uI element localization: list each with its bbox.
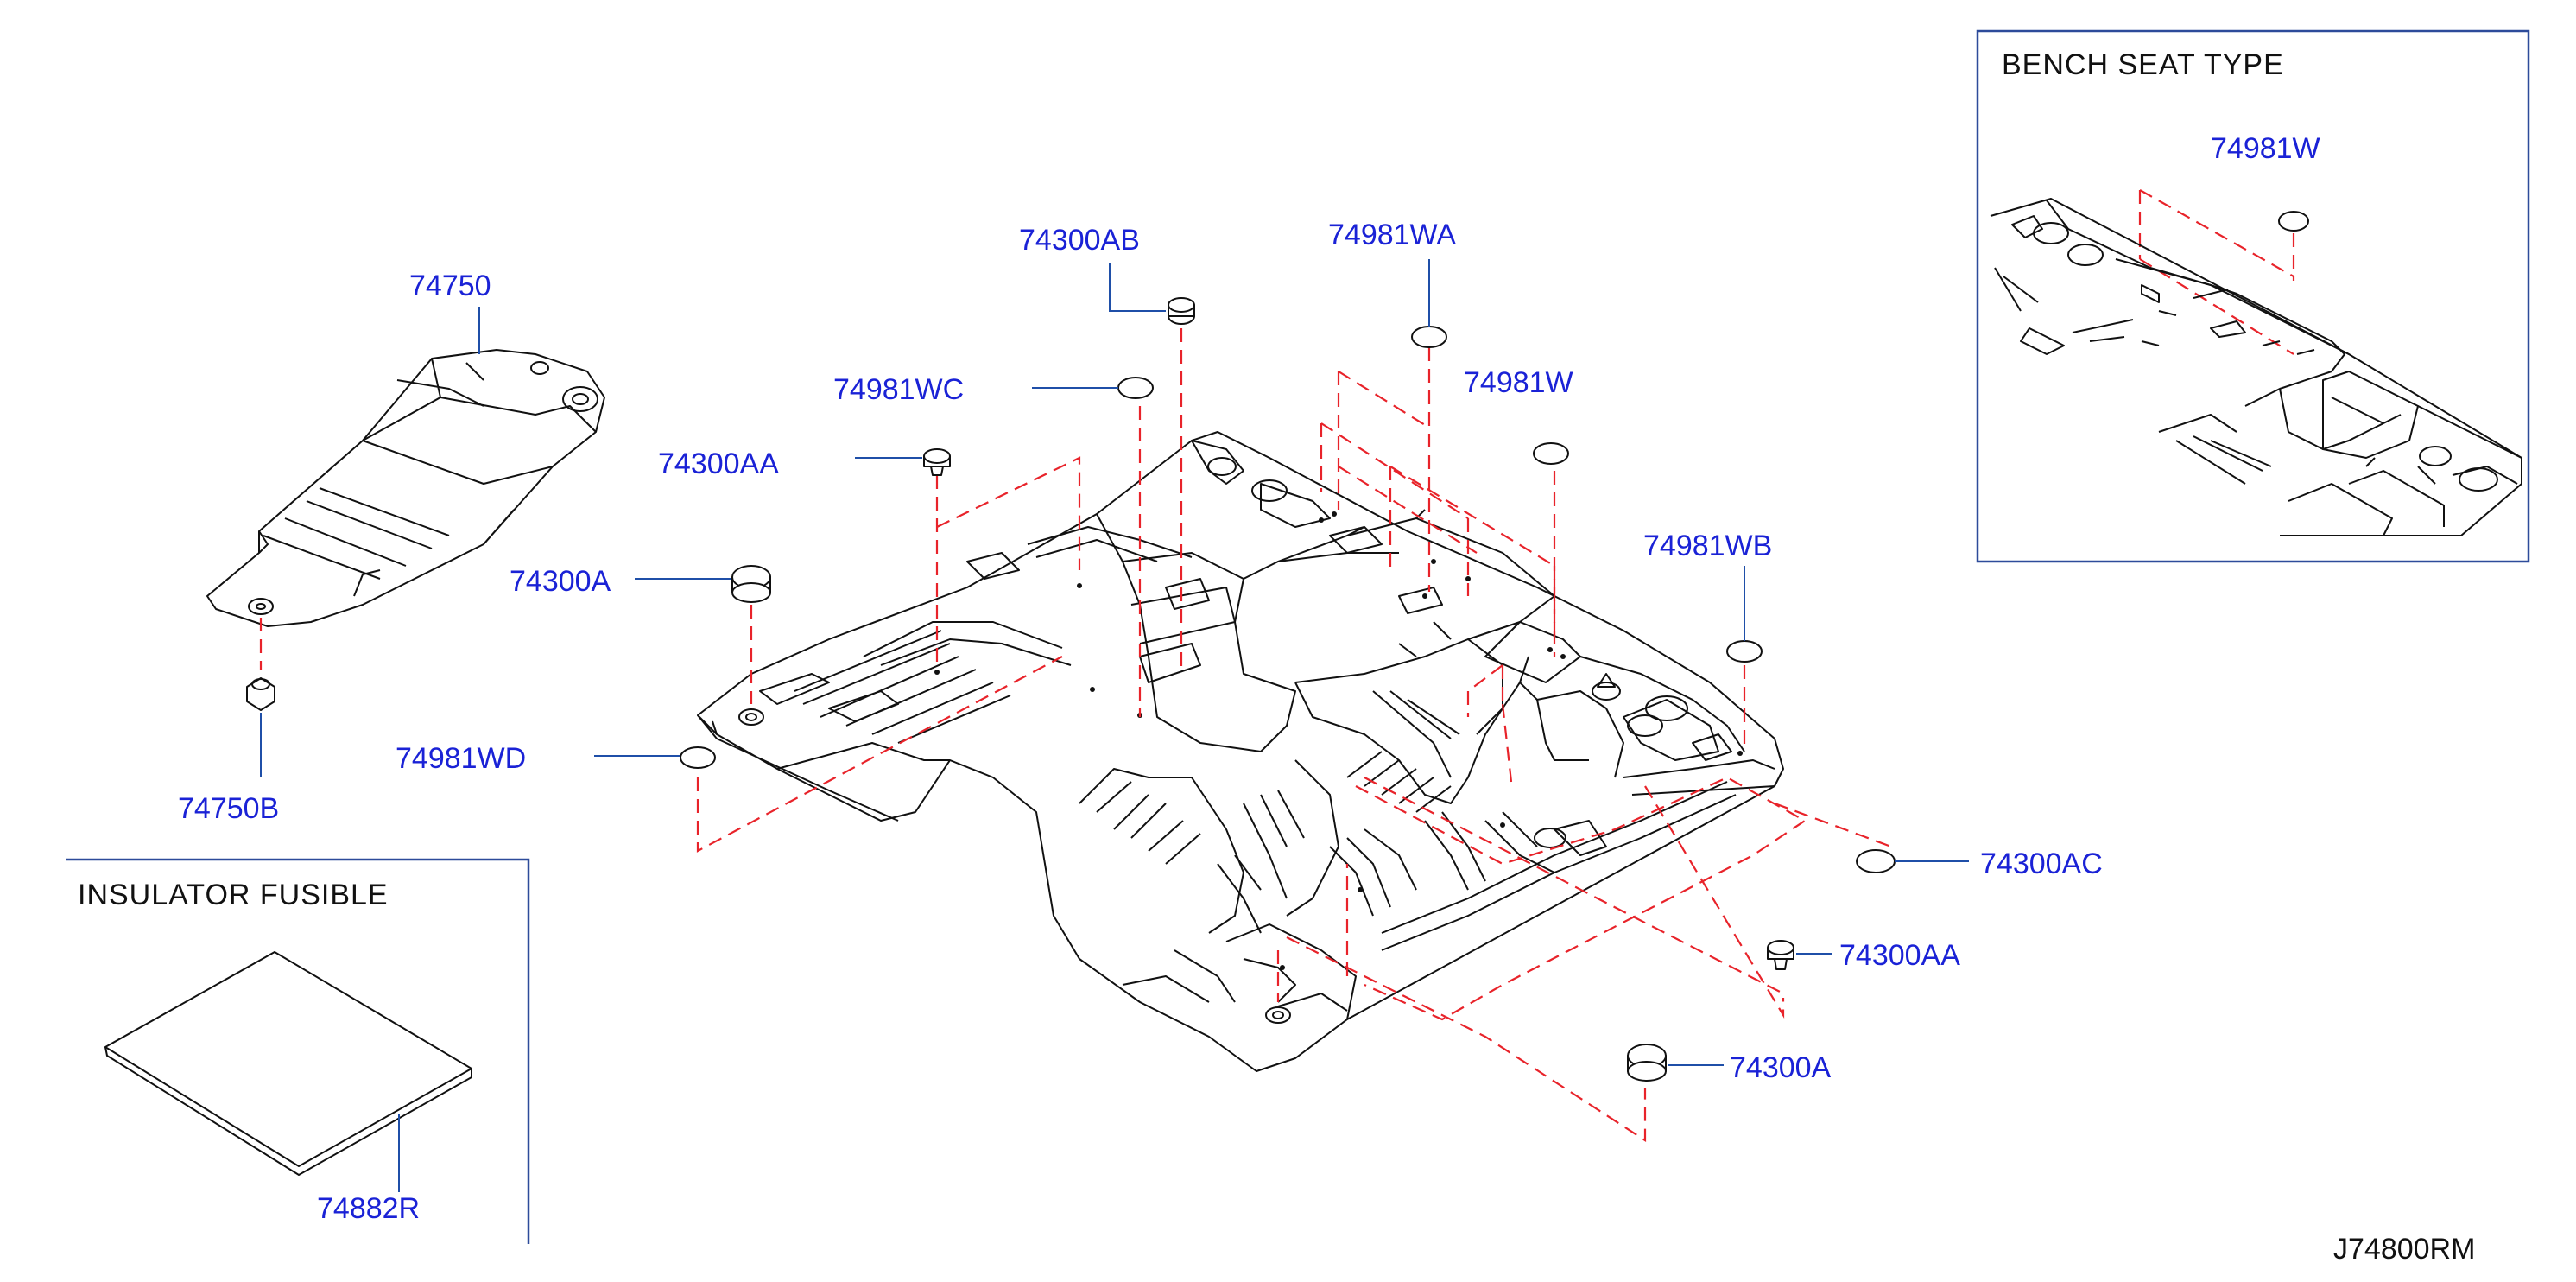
- plug-74981WB-icon: [1726, 640, 1763, 663]
- bench-seat-title: BENCH SEAT TYPE: [2002, 48, 2284, 81]
- label-74300A-right[interactable]: 74300A: [1730, 1051, 1832, 1084]
- bench-seat-frame: [1976, 29, 2530, 563]
- nut-74750B-icon: [246, 677, 275, 711]
- clip-74300AA-left-icon: [923, 448, 951, 476]
- drawing-code: J74800RM: [2333, 1233, 2475, 1266]
- label-74300AC[interactable]: 74300AC: [1980, 847, 2103, 880]
- plug-74300AC-icon: [1856, 849, 1896, 873]
- plug-74981WA-icon: [1411, 326, 1447, 348]
- label-74750B[interactable]: 74750B: [178, 792, 279, 825]
- label-74300AA-left[interactable]: 74300AA: [658, 447, 779, 480]
- insulator-title: INSULATOR FUSIBLE: [78, 879, 389, 911]
- label-74981WB[interactable]: 74981WB: [1643, 530, 1772, 562]
- bench-floor-panel: [1990, 198, 2522, 536]
- leader-74300AB: [1109, 263, 1166, 312]
- plug-74300A-left-icon: [731, 565, 771, 603]
- plug-74981WC-icon: [1117, 377, 1154, 399]
- label-74300A-left[interactable]: 74300A: [510, 565, 611, 598]
- insulator-frame: [66, 858, 530, 1244]
- label-74981W[interactable]: 74981W: [1464, 366, 1573, 399]
- main-floor-panel: [697, 431, 1784, 1072]
- floor-panel-74750: [206, 349, 605, 627]
- plug-74300A-right-icon: [1627, 1044, 1667, 1082]
- inset-dashed-guides: [2138, 189, 2295, 355]
- plug-icon: [2278, 211, 2309, 232]
- label-74981WC[interactable]: 74981WC: [833, 373, 964, 406]
- insulator-sheet: [104, 951, 472, 1176]
- label-74300AA-right[interactable]: 74300AA: [1839, 939, 1960, 972]
- label-74882R[interactable]: 74882R: [317, 1192, 420, 1225]
- plug-74981W-icon: [1533, 442, 1569, 465]
- plug-74981WD-icon: [680, 746, 716, 769]
- label-74981W-inset[interactable]: 74981W: [2211, 132, 2320, 165]
- main-dashed-guides: [696, 328, 1892, 1143]
- bench-seat-inset: BENCH SEAT TYPE 74981W: [1976, 29, 2530, 563]
- floor-holes: [934, 511, 1743, 970]
- label-74300AB[interactable]: 74300AB: [1019, 224, 1140, 257]
- clip-74300AA-right-icon: [1767, 940, 1794, 970]
- label-74981WD[interactable]: 74981WD: [396, 742, 526, 775]
- label-74981WA[interactable]: 74981WA: [1328, 219, 1456, 251]
- label-74750[interactable]: 74750: [409, 270, 491, 302]
- clip-74300AB-icon: [1168, 297, 1195, 325]
- insulator-inset: INSULATOR FUSIBLE 74882R: [66, 858, 530, 1244]
